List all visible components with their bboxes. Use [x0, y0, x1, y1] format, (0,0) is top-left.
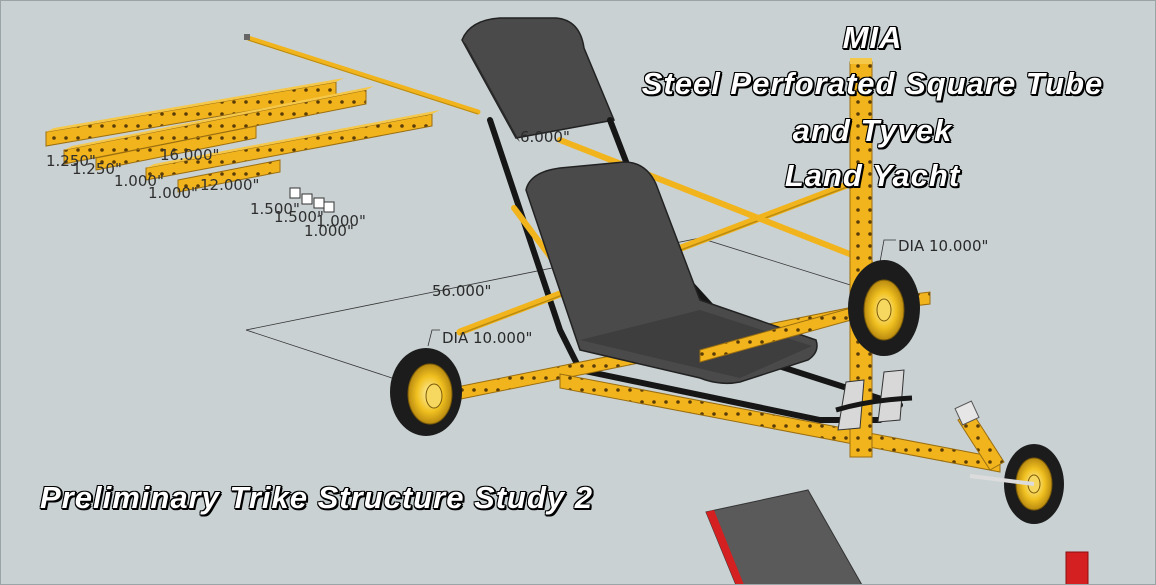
wheelbase-dimension: 56.000"	[432, 282, 492, 300]
title-line-2: Steel Perforated Square Tube	[641, 66, 1104, 101]
rod-end-cap	[244, 34, 250, 40]
end-caps	[289, 187, 335, 213]
title-line-1: MIA	[842, 20, 903, 55]
study-label: Preliminary Trike Structure Study 2	[40, 480, 594, 515]
part-dim-7: 1.500"	[250, 200, 300, 218]
part-dim-4: 1.000"	[114, 172, 164, 190]
foot-pedals	[835, 369, 913, 431]
rear-left-wheel	[390, 348, 462, 436]
rear-wheel-dia-label: DIA 10.000"	[442, 329, 533, 347]
back-spar	[557, 137, 873, 265]
red-tube	[1065, 551, 1089, 585]
tyvek-panel	[705, 489, 863, 585]
title-line-4: Land Yacht	[784, 158, 961, 193]
rear-right-wheel	[848, 260, 920, 356]
front-wheel	[969, 444, 1064, 524]
loose-rod	[245, 35, 481, 115]
seat-pan	[525, 161, 818, 385]
part-dim-1: 1.250"	[46, 152, 96, 170]
part-dim-5: 1.000"	[148, 184, 198, 202]
keel-tube	[559, 373, 1001, 473]
seat-back	[461, 17, 616, 142]
vertical-mast	[849, 58, 873, 458]
front-wheel-dia-label: DIA 10.000"	[898, 237, 989, 255]
part-dim-6: 12.000"	[200, 176, 260, 194]
part-dim-3: 16.000"	[160, 146, 220, 164]
part-dim-10: 1.000"	[304, 222, 354, 240]
part-dim-8: 1.500"	[274, 208, 324, 226]
seat-back-dimension: 6.000"	[520, 128, 570, 146]
part-dim-2: 1.250"	[72, 160, 122, 178]
title-line-3: and Tyvek	[792, 113, 953, 148]
loose-tubes	[45, 78, 440, 193]
part-dim-9: 1.000"	[316, 212, 366, 230]
